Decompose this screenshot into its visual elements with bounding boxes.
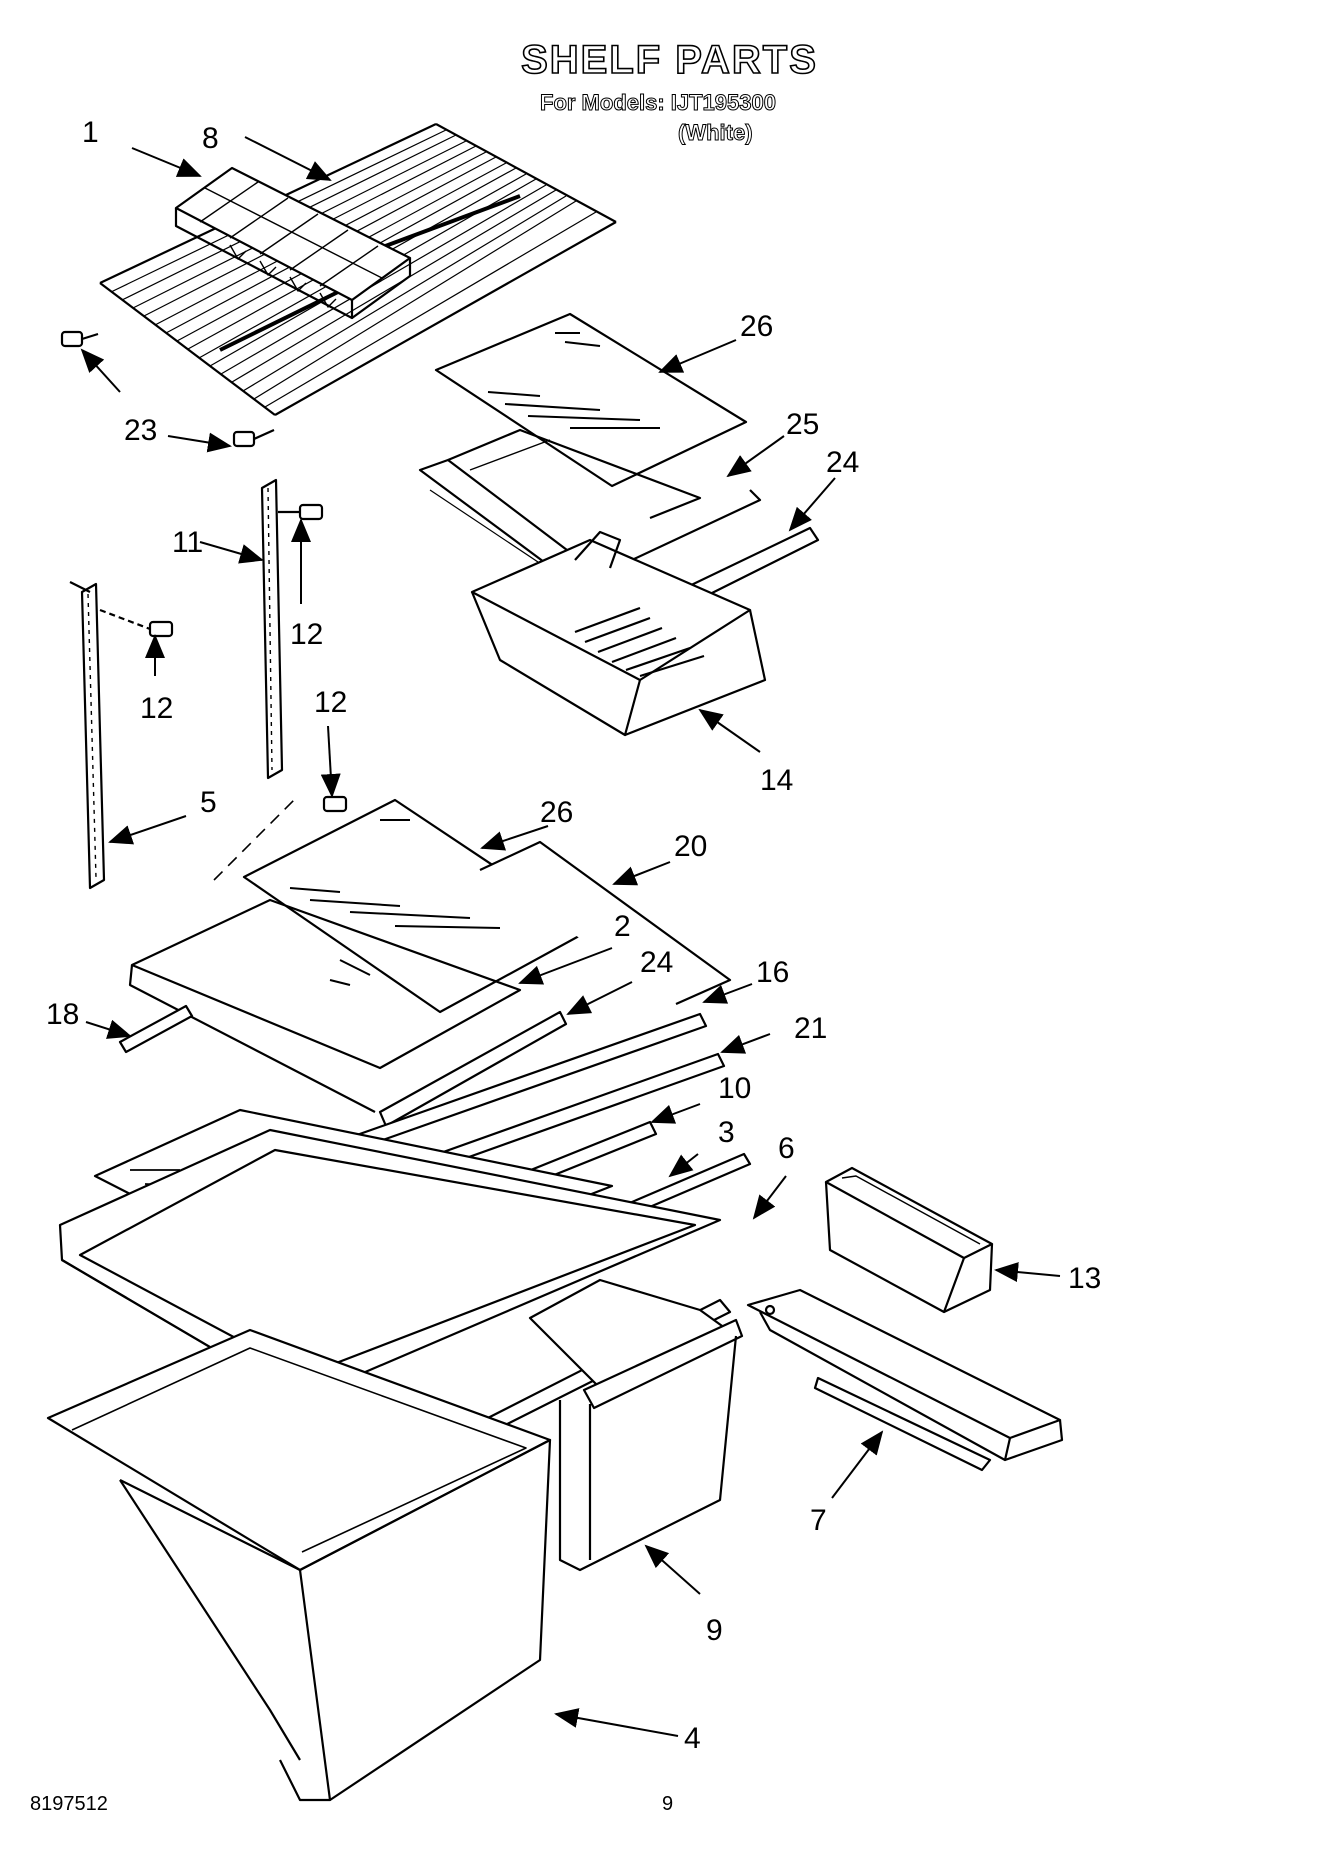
callout-4: 4 (684, 1722, 701, 1755)
callout-13: 13 (1068, 1262, 1101, 1295)
crisper-drawer-small-drawing (528, 1278, 744, 1572)
callout-5: 5 (200, 786, 217, 819)
shelf-support-left (60, 330, 99, 348)
callout-20: 20 (674, 830, 707, 863)
callout-26-upper: 26 (740, 310, 773, 343)
vertical-rail-left-drawing (69, 581, 106, 890)
callout-labels: 1 8 26 25 24 23 11 12 12 12 14 5 26 20 2… (46, 116, 1101, 1755)
callout-3: 3 (718, 1116, 735, 1149)
callout-9: 9 (706, 1614, 723, 1647)
callout-7: 7 (810, 1504, 827, 1537)
callout-26-lower: 26 (540, 796, 573, 829)
callout-16: 16 (756, 956, 789, 989)
callout-12-a: 12 (290, 618, 323, 651)
models-label: For Models: IJT195300 (540, 90, 777, 116)
ice-tray-drawing (174, 166, 412, 320)
screw-1 (278, 503, 324, 521)
callout-8: 8 (202, 122, 219, 155)
middle-shelf-frame-drawing (128, 898, 522, 1113)
door-bin-drawing (824, 1166, 994, 1314)
callout-12-c: 12 (314, 686, 347, 719)
page-number: 9 (662, 1793, 674, 1815)
middle-rail-drawing (378, 1010, 568, 1128)
callout-18: 18 (46, 998, 79, 1031)
callout-10: 10 (718, 1072, 751, 1105)
screw-3 (322, 795, 348, 813)
callout-12-b: 12 (140, 692, 173, 725)
upper-glass-shelf-drawing (434, 312, 748, 488)
crisper-drawer-large-drawing (46, 1328, 552, 1802)
document-number: 8197512 (30, 1793, 108, 1815)
screw-2 (99, 608, 174, 638)
trim-strip-drawing (118, 1004, 194, 1054)
callout-14: 14 (760, 764, 793, 797)
callout-24-upper: 24 (826, 446, 859, 479)
callout-25: 25 (786, 408, 819, 441)
callout-1: 1 (82, 116, 99, 149)
callout-21: 21 (794, 1012, 827, 1045)
page-title: SHELF PARTS (520, 37, 818, 83)
vertical-rail-right-drawing (260, 478, 284, 780)
callout-24-lower: 24 (640, 946, 673, 979)
shelf-support-right (232, 428, 275, 448)
callout-6: 6 (778, 1132, 795, 1165)
callout-2: 2 (614, 910, 631, 943)
callout-23: 23 (124, 414, 157, 447)
color-label: (White) (678, 120, 754, 146)
control-housing-drawing (746, 1288, 1064, 1472)
callout-11: 11 (172, 526, 203, 559)
meat-drawer-drawing (470, 530, 767, 737)
